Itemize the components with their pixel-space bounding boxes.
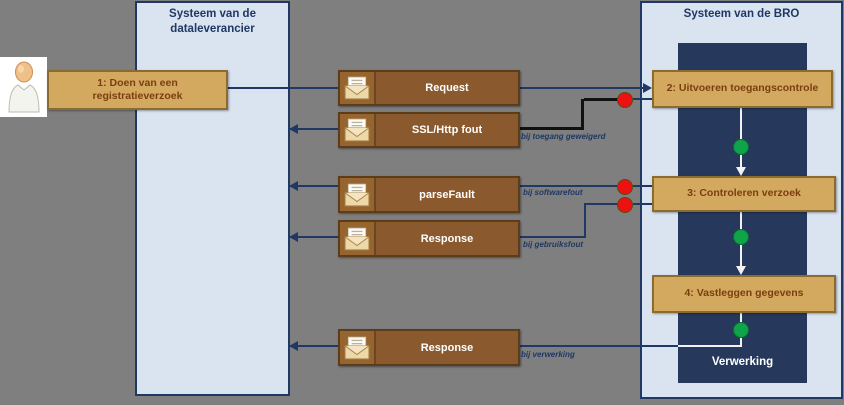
condition-verwerking-label: bij verwerking bbox=[521, 350, 575, 359]
parsefault-port-line bbox=[633, 185, 652, 187]
request-message-label: Request bbox=[425, 82, 469, 94]
actor bbox=[0, 57, 47, 117]
parsefault-message-box: parseFault bbox=[338, 176, 520, 213]
envelope-icon bbox=[340, 178, 376, 211]
response-mid-port-line bbox=[633, 203, 652, 205]
ssl-port-line bbox=[633, 98, 652, 100]
step-3-box: 3: Controleren verzoek bbox=[652, 176, 836, 212]
flow-line-out bbox=[678, 345, 742, 347]
response-mid-elbow bbox=[584, 204, 586, 238]
envelope-icon bbox=[340, 331, 376, 364]
response-mid-upper-seg bbox=[584, 203, 618, 205]
condition-toegang-label: bij toegang geweigerd bbox=[521, 132, 606, 141]
ssl-fout-line bbox=[290, 128, 338, 130]
envelope-icon bbox=[340, 114, 376, 146]
error-port-dot-toegang bbox=[617, 92, 633, 108]
parsefault-message-label: parseFault bbox=[419, 188, 475, 201]
step-2-label: 2: Uitvoeren toegangscontrole bbox=[666, 82, 819, 95]
response-mid-message-box: Response bbox=[338, 220, 520, 257]
response-final-message-label: Response bbox=[420, 341, 474, 354]
ssl-fout-message-label: SSL/Http fout bbox=[411, 124, 483, 136]
success-dot-2 bbox=[733, 229, 749, 245]
success-dot-3 bbox=[733, 322, 749, 338]
dataleverancier-panel bbox=[135, 1, 290, 396]
condition-gebruik-label: bij gebruiksfout bbox=[523, 240, 583, 249]
ssl-black-seg-2 bbox=[581, 99, 584, 130]
response-final-message-box: Response bbox=[338, 329, 520, 366]
request-message-box: Request bbox=[338, 70, 520, 106]
step-4-box: 4: Vastleggen gegevens bbox=[652, 275, 836, 313]
response-final-arrowhead-icon bbox=[289, 341, 298, 351]
ssl-black-seg-3 bbox=[584, 98, 619, 101]
envelope-icon bbox=[340, 222, 376, 255]
ssl-fout-message-box: SSL/Http fout bbox=[338, 112, 520, 148]
dataleverancier-panel-title: Systeem van de dataleverancier bbox=[169, 8, 256, 35]
parsefault-arrowhead-icon bbox=[289, 181, 298, 191]
step-1-label: 1: Doen van een registratieverzoek bbox=[92, 76, 183, 102]
step-4-label: 4: Vastleggen gegevens bbox=[684, 287, 804, 300]
ssl-black-seg-1 bbox=[520, 127, 584, 130]
step-3-label: 3: Controleren verzoek bbox=[687, 187, 801, 200]
request-arrowhead-icon bbox=[643, 83, 652, 93]
flow-line-2-3 bbox=[740, 108, 742, 168]
condition-software-label: bij softwarefout bbox=[523, 188, 583, 197]
flow-arrow-4-icon bbox=[736, 266, 746, 275]
flow-arrow-3-icon bbox=[736, 167, 746, 176]
response-mid-message-label: Response bbox=[420, 232, 474, 245]
bro-panel-title: Systeem van de BRO bbox=[683, 8, 800, 20]
step-2-box: 2: Uitvoeren toegangscontrole bbox=[652, 70, 833, 108]
error-port-dot-software bbox=[617, 179, 633, 195]
error-port-dot-gebruik bbox=[617, 197, 633, 213]
response-mid-arrowhead-icon bbox=[289, 232, 298, 242]
ssl-fout-arrowhead-icon bbox=[289, 124, 298, 134]
verwerking-label: Verwerking bbox=[711, 356, 774, 368]
envelope-icon bbox=[340, 72, 376, 104]
success-dot-1 bbox=[733, 139, 749, 155]
step-1-box: 1: Doen van een registratieverzoek bbox=[47, 70, 228, 110]
person-icon bbox=[7, 61, 40, 113]
